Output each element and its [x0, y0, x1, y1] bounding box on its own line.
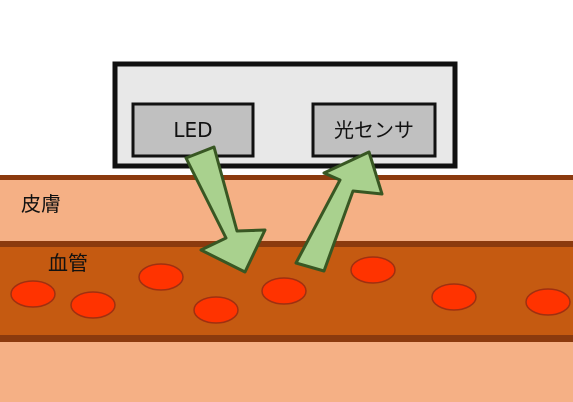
light-sensor-label: 光センサ — [334, 118, 414, 142]
blood-cell — [525, 288, 571, 316]
blood-cell — [138, 263, 184, 291]
vessel-top-border — [0, 241, 573, 247]
blood-cell — [193, 296, 239, 324]
vessel-bottom-border — [0, 335, 573, 342]
led-component — [131, 102, 255, 158]
blood-cell — [431, 283, 477, 311]
blood-cell — [350, 256, 396, 284]
reflected-light-arrow — [294, 150, 384, 273]
blood-cell — [261, 277, 307, 305]
light-sensor-component — [311, 102, 437, 158]
skin-label: 皮膚 — [21, 192, 61, 216]
blood-cell — [70, 291, 116, 319]
emitted-light-arrow — [184, 145, 267, 274]
vessel-label: 血管 — [48, 251, 88, 275]
skin-top-border — [0, 175, 573, 180]
red-blood-cells — [10, 256, 571, 324]
blood-cell — [10, 280, 56, 308]
led-label: LED — [173, 118, 212, 142]
